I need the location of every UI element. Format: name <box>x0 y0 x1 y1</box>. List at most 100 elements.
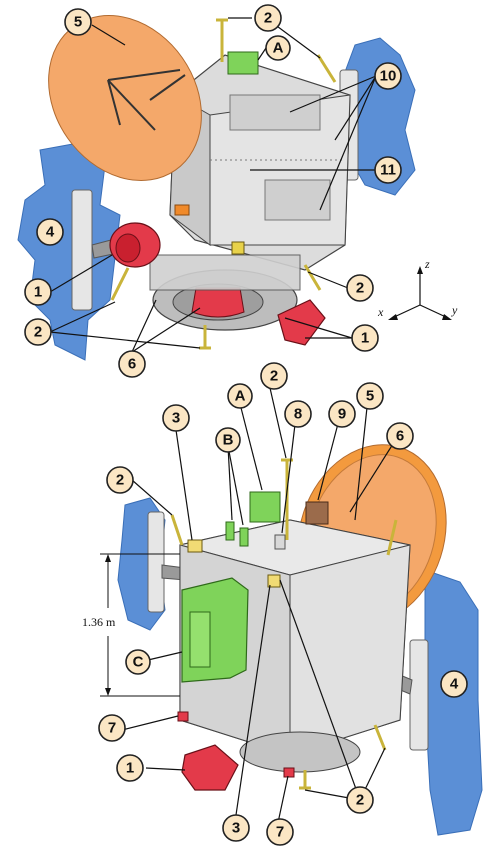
bottom-panel-frame-left <box>147 511 165 613</box>
top-spacecraft-view <box>17 14 416 361</box>
bottom-component-8 <box>274 534 286 550</box>
bottom-base-ring <box>239 731 361 773</box>
bottom-mast-lower-right <box>373 724 387 751</box>
top-thruster-left-nozzle <box>115 233 141 263</box>
bottom-callout-a: A <box>227 383 253 409</box>
svg-text:2: 2 <box>116 472 124 489</box>
svg-text:4: 4 <box>450 676 459 693</box>
svg-text:5: 5 <box>366 388 374 405</box>
bottom-callout-2b: 2 <box>106 466 134 494</box>
x-axis-label: x <box>377 305 384 319</box>
dimension-arrow-down <box>105 688 111 696</box>
top-callout-a: A <box>265 35 291 61</box>
top-main-engine <box>191 287 245 318</box>
bottom-mast-left <box>170 514 184 546</box>
dimension-marker: 1.36 m <box>82 553 180 697</box>
svg-text:1: 1 <box>34 284 42 301</box>
bottom-thruster <box>181 744 239 791</box>
svg-text:1: 1 <box>126 760 134 777</box>
bottom-component-9 <box>305 501 329 525</box>
svg-text:9: 9 <box>338 406 346 423</box>
svg-text:2: 2 <box>270 368 278 385</box>
top-callout-2b: 2 <box>346 274 374 302</box>
top-instrument-a <box>227 51 259 75</box>
bottom-callout-1: 1 <box>116 754 144 782</box>
top-radiator-upper <box>229 94 321 131</box>
svg-text:4: 4 <box>46 224 55 241</box>
top-callout-2c: 2 <box>24 318 52 346</box>
top-solar-panel-left <box>17 139 121 361</box>
svg-text:2: 2 <box>356 280 364 297</box>
svg-text:11: 11 <box>380 162 396 179</box>
bottom-instrument-a <box>249 491 281 523</box>
top-yellow-detail <box>231 241 245 255</box>
svg-text:C: C <box>133 654 144 671</box>
svg-text:B: B <box>223 432 234 449</box>
bottom-instrument-c-window <box>189 611 211 668</box>
bottom-thruster-small-left <box>177 711 189 722</box>
bottom-callout-8: 8 <box>284 400 312 428</box>
bottom-callout-b: B <box>215 427 241 453</box>
top-mast-right <box>303 264 322 291</box>
bottom-callout-3a: 3 <box>162 404 190 432</box>
top-mast-bottom <box>199 325 211 350</box>
bottom-spacecraft-view <box>117 444 483 836</box>
y-axis-line <box>419 304 449 319</box>
y-axis-arrow <box>442 314 452 320</box>
top-mast-upper-right <box>316 54 337 83</box>
bottom-callout-3b: 3 <box>222 814 250 842</box>
svg-text:7: 7 <box>108 720 116 737</box>
svg-text:10: 10 <box>380 68 397 85</box>
top-leader-lines <box>49 17 377 353</box>
bottom-mast-right <box>386 519 398 556</box>
z-axis-label: z <box>424 257 430 271</box>
bottom-instrument-b1 <box>225 521 235 541</box>
y-axis-label: y <box>451 303 458 317</box>
bottom-callout-6: 6 <box>386 422 414 450</box>
bottom-solar-panel-right <box>424 569 483 836</box>
svg-text:A: A <box>273 40 284 57</box>
x-axis-line <box>391 304 421 319</box>
top-orange-detail <box>174 204 190 216</box>
top-callout-5: 5 <box>64 8 92 36</box>
x-axis-arrow <box>388 314 398 320</box>
bottom-callout-2c: 2 <box>346 786 374 814</box>
top-callout-11: 11 <box>374 156 402 184</box>
bottom-callout-4: 4 <box>440 670 468 698</box>
top-mast-upper <box>216 18 228 62</box>
top-radiator-lower <box>264 179 331 221</box>
z-axis-arrow <box>417 266 423 274</box>
bottom-callout-9: 9 <box>328 400 356 428</box>
top-base-platform <box>149 254 301 291</box>
dimension-label: 1.36 m <box>82 615 116 629</box>
svg-text:6: 6 <box>128 356 136 373</box>
top-callout-6: 6 <box>118 350 146 378</box>
bottom-thruster-small-bottom <box>283 767 295 778</box>
bottom-panel-frame-right <box>409 639 429 751</box>
top-callout-2a: 2 <box>254 4 282 32</box>
bottom-sensor-3 <box>187 539 203 553</box>
top-panel-frame-left <box>71 189 93 311</box>
svg-text:A: A <box>235 388 246 405</box>
top-mast-left <box>110 267 130 301</box>
top-callout-4: 4 <box>36 218 64 246</box>
svg-text:8: 8 <box>294 406 302 423</box>
top-callout-1b: 1 <box>351 324 379 352</box>
bottom-instrument-b2 <box>239 527 249 547</box>
bottom-bus-right-face <box>289 544 411 756</box>
top-callout-10: 10 <box>374 62 402 90</box>
bottom-callout-c: C <box>125 649 151 675</box>
bottom-mast-bottom <box>299 770 311 790</box>
svg-text:3: 3 <box>172 410 180 427</box>
coordinate-axes: z y x <box>377 257 458 320</box>
bottom-callout-5: 5 <box>356 382 384 410</box>
svg-text:7: 7 <box>276 824 284 841</box>
bottom-callout-2a: 2 <box>260 362 288 390</box>
bottom-callout-7b: 7 <box>266 818 294 846</box>
top-callout-1a: 1 <box>24 278 52 306</box>
bottom-callout-7a: 7 <box>98 714 126 742</box>
svg-text:1: 1 <box>361 330 369 347</box>
dimension-arrow-up <box>105 554 111 562</box>
svg-text:5: 5 <box>74 14 82 31</box>
svg-text:6: 6 <box>396 428 404 445</box>
